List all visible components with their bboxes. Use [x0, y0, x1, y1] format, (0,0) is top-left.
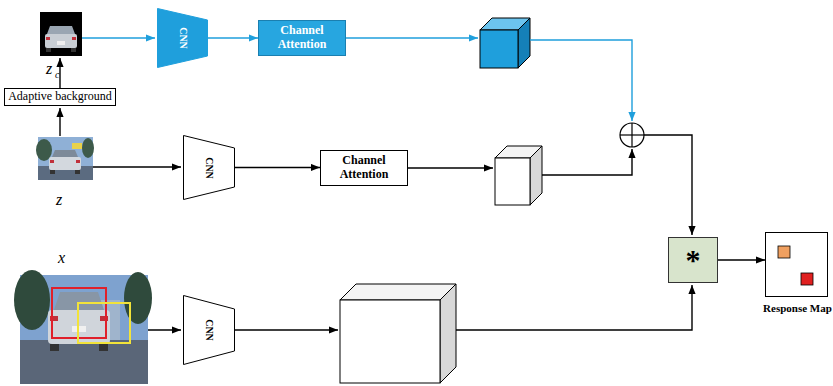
car-wheel: [71, 48, 76, 52]
cube-front: [495, 158, 530, 205]
template-image: [36, 137, 94, 180]
cnn-encoder: CNN: [157, 8, 208, 68]
response-peaks: [766, 233, 829, 298]
wire: [59, 58, 60, 88]
taxi: [72, 143, 82, 149]
trapezoid: [184, 296, 235, 365]
sum-cross: [631, 123, 632, 147]
car-plate: [57, 41, 65, 45]
correlation-box: *: [668, 237, 718, 283]
feature-cube: [340, 284, 456, 383]
box-label: Channel Attention: [324, 154, 404, 182]
feature-cube: [480, 18, 530, 68]
wire: [644, 135, 692, 235]
wire: [542, 149, 632, 175]
response-peak: [778, 246, 790, 258]
box-label: *: [686, 243, 701, 278]
box-label: Channel Attention: [262, 24, 342, 52]
trapezoid: [184, 136, 235, 200]
image-label: c: [55, 70, 59, 80]
car-light: [72, 37, 76, 40]
tree: [82, 138, 94, 158]
wire: [148, 329, 181, 330]
map-heading: Response Map: [754, 302, 833, 315]
car-window: [47, 26, 75, 34]
car-wheel: [75, 170, 80, 174]
cube-side: [530, 146, 542, 205]
sum-symbol: [620, 123, 644, 147]
template-cropped-image: [40, 12, 82, 56]
wire: [530, 40, 632, 121]
wire: [93, 166, 181, 167]
car-wheel: [99, 344, 108, 351]
wires: [60, 38, 692, 330]
encoder-label: CNN: [204, 319, 214, 341]
search-image: [14, 270, 152, 384]
sum-circle: [620, 123, 644, 147]
connector-arrow: [718, 259, 765, 260]
cube-front: [340, 300, 440, 383]
response-peak: [801, 273, 813, 285]
response-map: Response Map: [765, 232, 828, 297]
encoder-label: CNN: [177, 27, 187, 49]
candidate-box: [78, 303, 130, 343]
tree: [14, 270, 50, 330]
cnn-encoder: CNN: [183, 135, 235, 200]
connector-arrow: [208, 37, 258, 38]
adaptive-background-box: Adaptive background: [4, 88, 116, 106]
car-body: [49, 157, 81, 170]
wire: [408, 167, 493, 168]
car-body: [45, 34, 77, 48]
channel-attention-box: Channel Attention: [258, 20, 346, 56]
image-label: z: [46, 61, 52, 77]
car-light: [46, 37, 50, 40]
channel-attention-box: Channel Attention: [320, 150, 408, 186]
car-wheel: [50, 170, 55, 174]
image-label: x: [58, 250, 65, 266]
image-label: z: [56, 192, 62, 208]
wire: [82, 37, 155, 38]
cube-front: [480, 30, 518, 68]
car-wheel: [50, 344, 59, 351]
car-light: [50, 160, 54, 163]
wire: [346, 37, 478, 38]
cube-side: [518, 18, 530, 68]
car-light: [76, 160, 80, 163]
box-label: Adaptive background: [8, 90, 112, 104]
cube-top: [340, 284, 456, 300]
cube-side: [440, 284, 456, 383]
trapezoid: [158, 9, 208, 68]
tree: [124, 272, 152, 324]
encoder-label: CNN: [204, 157, 214, 179]
connector-arrow: [235, 167, 320, 168]
car-window: [52, 150, 78, 157]
wire: [235, 329, 338, 330]
wire: [456, 285, 692, 330]
cnn-encoder: CNN: [183, 295, 235, 365]
image-ground: [40, 12, 82, 56]
wire: [59, 108, 60, 136]
road: [20, 340, 148, 384]
feature-cube: [495, 146, 542, 205]
car-wheel: [46, 48, 51, 52]
